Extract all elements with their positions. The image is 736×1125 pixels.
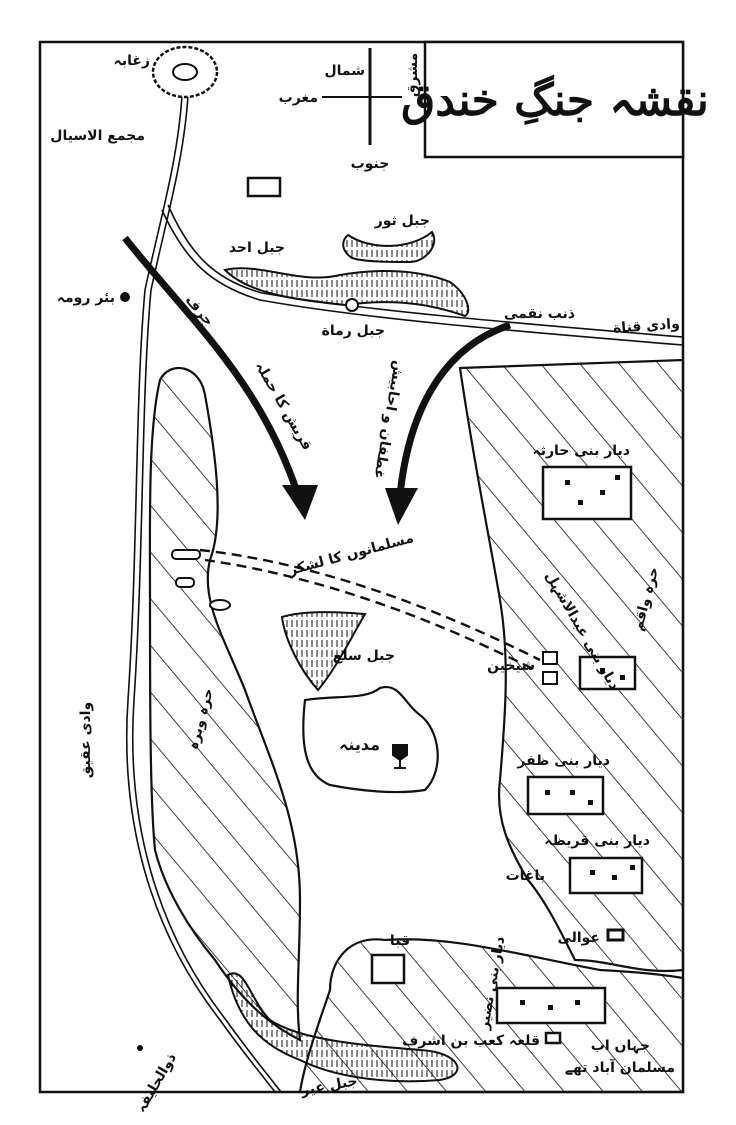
trench-line [199,548,541,672]
bir-ruma-label: بئر رومہ [57,290,115,306]
wadi-qanat-label: وادی قناة [613,316,681,337]
kab-fort-label: قلعہ کعب بن اشرف [402,1033,540,1049]
building-marker [246,176,282,198]
baghat-label: باغات [506,868,545,884]
jabal-sala-label: جبل سلع [333,648,395,664]
jabal-thawr [342,230,436,264]
bani-zafar-settlement [526,775,605,816]
west-label: مغرب [279,90,318,106]
jabal-rumat [345,298,359,312]
wadi-aqiq-label: وادی عقیق [78,702,94,778]
wadi-aqiq [125,94,282,1093]
zaghaba-label: زغابہ [114,53,150,69]
madina-area [302,685,439,794]
quba-label: قبا [390,933,410,949]
zaghaba-area [151,45,219,99]
title-box [423,40,685,159]
jabal-uhud-label: جبل احد [229,240,285,256]
shaykhayn-label: شیخین [487,658,535,674]
bani-abd-ashhal-settlement [542,651,637,691]
bani-qurayza-label: دیار بنی قریظہ [544,833,650,849]
quba-marker [370,953,406,985]
north-label: شمال [324,63,365,79]
jabal-rumat-label: جبل رماة [322,323,385,339]
fort-1 [171,549,201,560]
awali-marker [606,928,625,942]
south-label: جنوب [351,156,390,172]
fort-3 [209,599,231,611]
zaghaba-center [172,63,198,81]
jabal-uhud [223,267,470,318]
ghatafan-attack-arrow [385,321,512,525]
bir-ruma-marker [120,292,130,302]
bani-qurayza-settlement [568,856,644,895]
dhanab-naqmi-label: ذنب نقمی [504,306,575,322]
bani-haritha-label: دیار بنی حارثہ [532,443,630,459]
majma-label: مجمع الاسیال [50,128,145,144]
awali-label: عوالی [557,930,600,946]
mosque-icon [392,744,408,769]
quraysh-attack-arrow [122,235,318,520]
compass-rose: شمال مشرق مغرب جنوب [279,48,421,172]
east-label: مشرق [405,53,421,97]
settled-note-line-1: جہاں اب [591,1038,650,1054]
bani-nadir-settlement [495,986,607,1025]
jabal-ayr [226,972,459,1083]
jabal-sala [280,611,367,692]
fort-2 [175,577,195,588]
map-title: نقشہ جنگِ خندق [401,74,709,126]
jabal-thawr-label: جبل ثور [374,213,430,229]
settled-note-line-2: مسلمان آباد تھے [565,1058,675,1076]
harrat-wabra-area [148,366,302,1042]
dhul-hulayfa-marker [137,1045,143,1051]
madina-label: مدینہ [339,735,380,754]
kab-fort-marker [544,1031,562,1045]
bani-haritha-settlement [541,465,633,521]
bani-zafar-label: دیار بنی ظفر [516,753,610,769]
